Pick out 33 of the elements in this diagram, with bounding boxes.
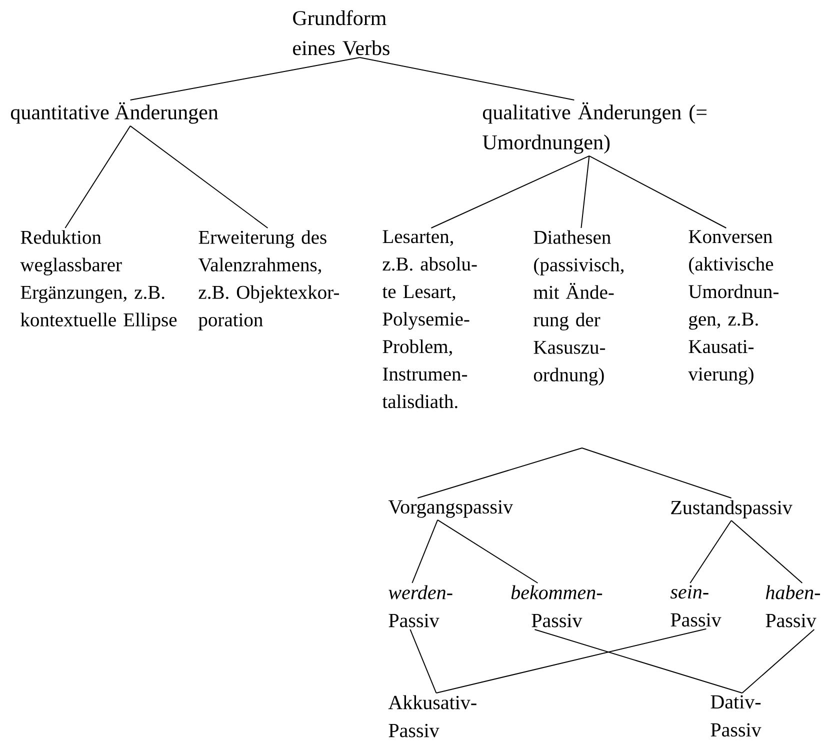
node-label: werden- Passiv	[388, 585, 452, 628]
node-label: Zustandspassiv	[671, 500, 792, 518]
node-label: quantitative Änderungen	[10, 102, 218, 124]
branch-line	[580, 155, 590, 228]
branch-line	[64, 125, 131, 228]
branch-line	[130, 57, 360, 100]
node-label: Erweiterung des Valenzrahmens, z.B. Objektexkor- poration	[198, 230, 339, 330]
branch-line	[410, 628, 437, 694]
branch-line	[690, 520, 732, 584]
branch-line	[430, 155, 590, 228]
node-label: Grundform eines Verbs	[293, 10, 390, 56]
node-label: bekommen- Passiv	[511, 585, 602, 628]
node-label: Vorgangspassiv	[388, 500, 514, 518]
branch-line	[588, 155, 727, 228]
node-label: sein- Passiv	[670, 585, 722, 627]
branch-line	[436, 628, 707, 694]
node-label: Lesarten, z.B. absolu- te Lesart, Polysemie- Problem, Instrumen- talisdiath.	[382, 230, 477, 408]
branch-line	[730, 520, 803, 584]
branch-line	[130, 125, 268, 228]
node-label: Diathesen (passivisch, mit Ände- rung der Kasuszu- ordnung)	[534, 230, 624, 386]
branch-line	[582, 448, 732, 498]
branch-line	[417, 448, 582, 498]
node-label: Reduktion weglassbarer Ergänzungen, z.B. kontextuelle Ellipse	[20, 230, 177, 330]
branch-line	[437, 519, 538, 584]
node-label: Dativ- Passiv	[710, 695, 762, 737]
node-label: Konversen (aktivische Umordnun- gen, z.B. Kausati- vierung)	[688, 230, 778, 385]
node-label: qualitative Änderungen (= Umordnungen)	[482, 102, 706, 154]
branch-line	[359, 57, 575, 100]
branch-line	[534, 628, 743, 694]
branch-line	[412, 519, 438, 584]
branch-line	[742, 628, 815, 694]
node-label: haben- Passiv	[766, 585, 820, 628]
node-label: Akkusativ- Passiv	[388, 695, 476, 738]
